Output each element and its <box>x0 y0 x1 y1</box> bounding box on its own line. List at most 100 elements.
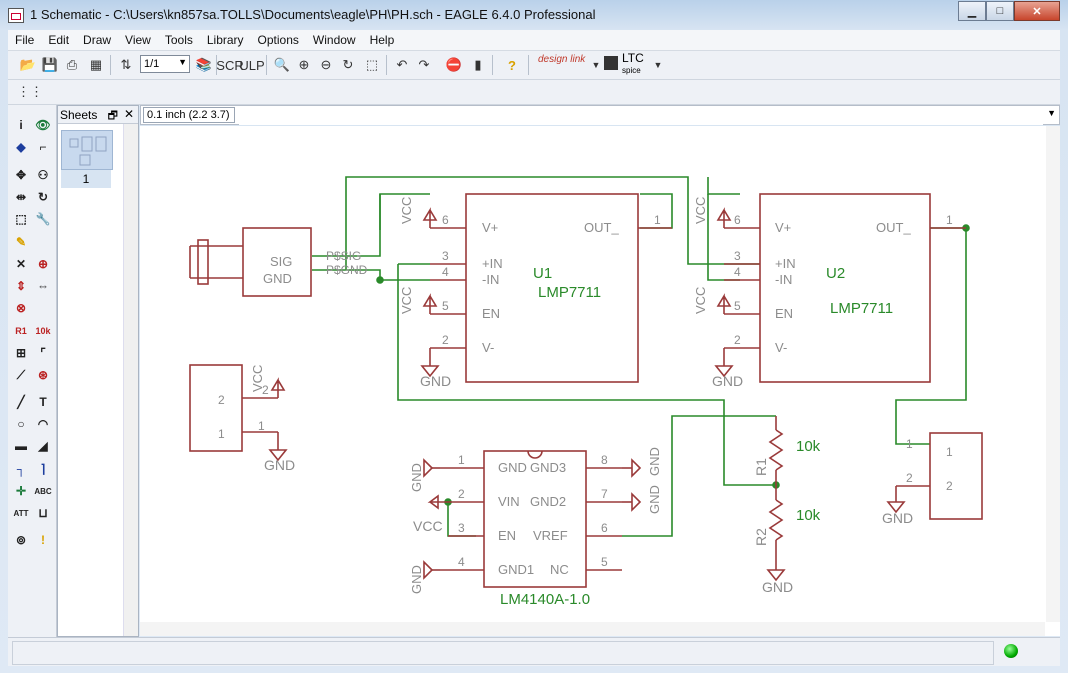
zoom-fit-icon[interactable]: 🔍 <box>273 57 291 72</box>
change-wrench-icon[interactable]: 🔧 <box>35 212 51 226</box>
bus-icon[interactable]: ┐ <box>16 462 26 476</box>
junction-icon[interactable]: ✛ <box>15 484 27 498</box>
app-icon[interactable] <box>8 8 24 23</box>
invoke-icon[interactable]: ⊛ <box>37 368 49 382</box>
group-icon[interactable]: ⬚ <box>15 212 27 226</box>
paste-icon[interactable]: ✎ <box>15 235 27 249</box>
u1-symbol[interactable] <box>420 193 672 383</box>
sheet-number[interactable]: 1 <box>61 170 111 188</box>
script-icon[interactable]: SCR <box>216 57 244 73</box>
maximize-button[interactable]: □ <box>986 1 1014 21</box>
redo-icon[interactable]: ↷ <box>418 57 430 72</box>
miter-icon[interactable]: ⌜ <box>40 346 46 360</box>
dimension-icon[interactable]: ⊔ <box>38 506 48 520</box>
print-icon[interactable]: ⎙ <box>66 57 78 72</box>
ref-pin-en: EN <box>498 528 516 543</box>
stop-icon[interactable]: ⛔ <box>445 57 463 72</box>
minimize-button[interactable]: ▁ <box>958 1 986 21</box>
u1-en-vcc-label: VCC <box>399 287 414 314</box>
output-connector[interactable] <box>886 432 983 520</box>
help-icon[interactable]: ? <box>508 57 516 73</box>
board-switch-icon[interactable]: ⇅ <box>120 57 132 72</box>
info-icon[interactable]: i <box>19 118 23 132</box>
close-button[interactable]: ✕ <box>1014 1 1060 21</box>
zoom-in-icon[interactable]: ⊕ <box>298 57 310 72</box>
zoom-redraw-icon[interactable]: ↻ <box>342 57 354 72</box>
menu-library[interactable]: Library <box>206 33 244 47</box>
power-connector[interactable] <box>189 364 288 462</box>
split-icon[interactable]: ⟋ <box>16 367 26 382</box>
resistors[interactable] <box>766 416 786 582</box>
errors-icon[interactable]: ! <box>41 533 45 547</box>
u1-pinnum-4: 4 <box>442 265 449 279</box>
display-layers-icon[interactable]: ◆ <box>16 140 26 154</box>
rotate-icon[interactable]: ↻ <box>37 190 49 204</box>
menu-window[interactable]: Window <box>312 33 356 47</box>
schematic-drawing[interactable]: SIG GND P$SIG P$GND V+ +IN -IN EN <box>140 126 1060 622</box>
copy-icon[interactable]: ⚇ <box>37 168 49 182</box>
name-icon[interactable]: R1 <box>15 326 27 336</box>
grid-icon[interactable]: ⋮⋮ <box>17 84 43 99</box>
rect-icon[interactable]: ▬ <box>15 439 27 453</box>
ref-pin-gnd1: GND1 <box>498 562 534 577</box>
circle-icon[interactable]: ○ <box>17 417 25 431</box>
out-conn-pin-1: 1 <box>946 445 953 459</box>
ref-gnd1-label: GND <box>409 463 424 492</box>
menu-edit[interactable]: Edit <box>48 33 70 47</box>
polygon-icon[interactable]: ◢ <box>38 439 48 453</box>
wire-icon[interactable]: ╱ <box>17 395 25 409</box>
mirror-icon[interactable]: ⇹ <box>15 190 27 204</box>
open-folder-icon[interactable]: 📂 <box>19 57 37 72</box>
u2-symbol[interactable] <box>714 193 966 383</box>
status-led-icon[interactable] <box>1004 644 1018 658</box>
save-icon[interactable]: 💾 <box>41 57 59 72</box>
reference-ic[interactable] <box>423 450 642 588</box>
chevron-down-icon[interactable]: ▼ <box>1047 108 1056 118</box>
erc-icon[interactable]: ⊚ <box>15 533 27 547</box>
u2-pin-out: OUT_ <box>876 220 911 235</box>
library-icon[interactable]: 📚 <box>195 57 213 72</box>
label-icon[interactable]: ABC <box>34 486 52 496</box>
attribute-icon[interactable]: ATT <box>13 508 29 518</box>
canvas-horizontal-scrollbar[interactable] <box>140 622 1045 636</box>
ulp-icon[interactable]: ULP <box>239 57 265 73</box>
delete-icon[interactable]: ✕ <box>15 257 27 271</box>
value-icon[interactable]: 10k <box>35 326 51 336</box>
float-icon[interactable]: 🗗 <box>107 110 118 122</box>
add-icon[interactable]: ⊕ <box>37 257 49 271</box>
zoom-out-icon[interactable]: ⊖ <box>320 57 332 72</box>
connector-j1[interactable] <box>189 227 312 297</box>
cam-processor-icon[interactable]: ▦ <box>89 57 103 72</box>
move-icon[interactable]: ✥ <box>15 168 27 182</box>
pinswap-icon[interactable]: ⇕ <box>15 279 27 293</box>
chevron-down-icon[interactable]: ▼ <box>653 60 663 70</box>
show-eye-icon[interactable]: 👁 <box>35 118 51 132</box>
chevron-down-icon[interactable]: ▼ <box>591 60 601 70</box>
arc-icon[interactable]: ◠ <box>37 417 49 431</box>
text-icon[interactable]: T <box>39 395 47 409</box>
replace-icon[interactable]: ⇔ <box>37 279 49 293</box>
menu-view[interactable]: View <box>125 33 151 47</box>
sheet-select[interactable]: 1/1▼ <box>140 55 190 73</box>
zoom-select-icon[interactable]: ⬚ <box>365 57 379 72</box>
command-input[interactable] <box>239 107 1043 125</box>
undo-icon[interactable]: ↶ <box>396 57 408 72</box>
go-icon[interactable]: ▮ <box>474 57 482 72</box>
gateswap-icon[interactable]: ⊗ <box>15 301 27 315</box>
sheet-thumbnail[interactable] <box>61 130 113 170</box>
net-icon[interactable]: ⌉ <box>40 462 46 476</box>
menu-file[interactable]: File <box>15 33 35 47</box>
mark-icon[interactable]: ⌐ <box>39 140 47 154</box>
menu-options[interactable]: Options <box>257 33 299 47</box>
designlink-button[interactable]: design link <box>538 54 586 65</box>
canvas-vertical-scrollbar[interactable] <box>1046 126 1060 622</box>
smash-icon[interactable]: ⊞ <box>15 346 27 360</box>
menu-tools[interactable]: Tools <box>164 33 193 47</box>
menu-help[interactable]: Help <box>369 33 395 47</box>
sheets-scrollbar[interactable] <box>123 124 138 636</box>
menu-draw[interactable]: Draw <box>83 33 112 47</box>
schematic-canvas[interactable]: SIG GND P$SIG P$GND V+ +IN -IN EN <box>140 126 1060 636</box>
close-icon[interactable]: ✕ <box>123 107 134 121</box>
title-bar[interactable]: 1 Schematic - C:\Users\kn857sa.TOLLS\Doc… <box>0 0 1068 30</box>
